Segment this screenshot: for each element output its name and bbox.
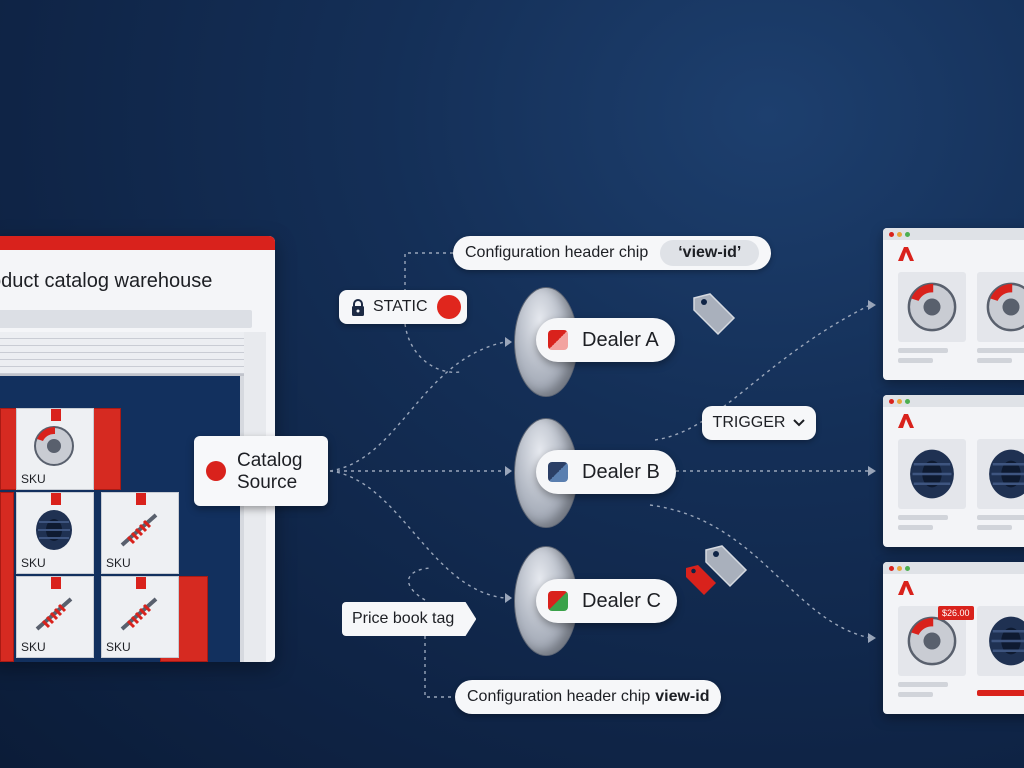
sku-label: SKU (106, 640, 131, 654)
connector-header-static (404, 252, 453, 290)
tire-icon (989, 449, 1024, 499)
connector-source-dealer-c (329, 470, 506, 599)
connector-dealer-a-store (654, 304, 871, 441)
price-book-tag-label: Price book tag (352, 610, 455, 627)
sku-label: SKU (21, 472, 46, 486)
brake-rotor-icon (907, 282, 957, 332)
config-header-label: Configuration header chip (465, 244, 649, 261)
shock-absorber-icon (35, 597, 73, 631)
view-id-code: view-id (655, 688, 710, 705)
shock-absorber-icon (120, 513, 158, 547)
sku-box-shock: SKU (101, 576, 179, 658)
sku-box-tire: SKU (16, 492, 94, 574)
dealer-b-chip[interactable]: Dealer B (536, 450, 676, 494)
catalog-source-label-2: Source (237, 472, 298, 493)
browser-bar (883, 562, 1024, 574)
dealer-a-label: Dealer A (582, 328, 659, 351)
warehouse-title: oduct catalog warehouse (0, 270, 213, 292)
warehouse-search-bar (0, 310, 252, 328)
dealer-b-label: Dealer B (582, 460, 660, 483)
brake-rotor-icon (907, 616, 957, 666)
dealer-a-chip[interactable]: Dealer A (536, 318, 675, 362)
price-tag-icon (693, 293, 736, 336)
adobe-logo-icon (898, 414, 914, 428)
connector-price-tag (407, 567, 431, 601)
price-tag-icon (705, 545, 748, 588)
tire-icon (910, 449, 954, 499)
sku-label: SKU (21, 556, 46, 570)
catalog-source-label-1: Catalog (237, 450, 303, 471)
product-tile[interactable] (898, 606, 966, 676)
product-tile[interactable] (977, 439, 1024, 509)
connector-dealer-c-store (649, 504, 871, 639)
shock-absorber-icon (120, 597, 158, 631)
product-tile[interactable] (977, 606, 1024, 676)
sku-box-shock: SKU (16, 576, 94, 658)
rolling-shutter (0, 332, 244, 376)
static-record-dot (437, 295, 461, 319)
tire-icon (989, 616, 1024, 666)
dealer-c-chip[interactable]: Dealer C (536, 579, 677, 623)
price-book-tag[interactable]: Price book tag (342, 602, 477, 636)
product-tile[interactable] (898, 272, 966, 342)
warehouse-bay: SKU SKU SKU SKU (0, 376, 244, 662)
storefront-window-b (883, 395, 1024, 547)
dealer-c-swatch (548, 591, 568, 611)
adobe-logo-icon (898, 581, 914, 595)
static-chip[interactable]: STATIC (339, 290, 467, 324)
dealer-c-label: Dealer C (582, 589, 661, 612)
sku-box-shock: SKU (101, 492, 179, 574)
sku-label: SKU (21, 640, 46, 654)
price-badge: $26.00 (938, 606, 974, 620)
red-price-tag-icon (686, 565, 716, 595)
browser-bar (883, 228, 1024, 240)
trigger-dropdown[interactable]: TRIGGER (702, 406, 816, 440)
connector-bottom-chip (424, 636, 455, 698)
catalog-warehouse-window: oduct catalog warehouse SKU SKU (0, 236, 275, 662)
browser-bar (883, 395, 1024, 407)
config-header-chip-top[interactable]: Configuration header chip ‘view-id’ (453, 236, 772, 270)
tire-icon (36, 510, 72, 550)
storefront-window-a (883, 228, 1024, 380)
catalog-source-node[interactable]: Catalog Source (194, 436, 328, 506)
connector-static-dealer-a (404, 323, 461, 374)
view-id-chip: ‘view-id’ (660, 240, 760, 266)
storefront-window-c: $26.00 (883, 562, 1024, 714)
source-status-dot (206, 461, 226, 481)
dealer-b-swatch (548, 462, 568, 482)
window-title-bar (0, 236, 275, 250)
connector-source-dealer-a (329, 341, 506, 472)
brake-rotor-icon (986, 282, 1024, 332)
sku-label: SKU (106, 556, 131, 570)
product-tile[interactable] (977, 272, 1024, 342)
dealer-a-swatch (548, 330, 568, 350)
static-label: STATIC (373, 298, 428, 315)
lock-icon (352, 298, 364, 316)
red-crate (0, 492, 14, 662)
config-header-chip-bottom[interactable]: Configuration header chip view-id (455, 680, 722, 714)
chevron-down-icon (793, 419, 806, 427)
sku-box-brake: SKU (16, 408, 94, 490)
brake-rotor-icon (34, 426, 74, 466)
adobe-logo-icon (898, 247, 914, 261)
config-header-label: Configuration header chip (467, 688, 651, 705)
product-tile[interactable] (898, 439, 966, 509)
trigger-label: TRIGGER (712, 414, 786, 431)
